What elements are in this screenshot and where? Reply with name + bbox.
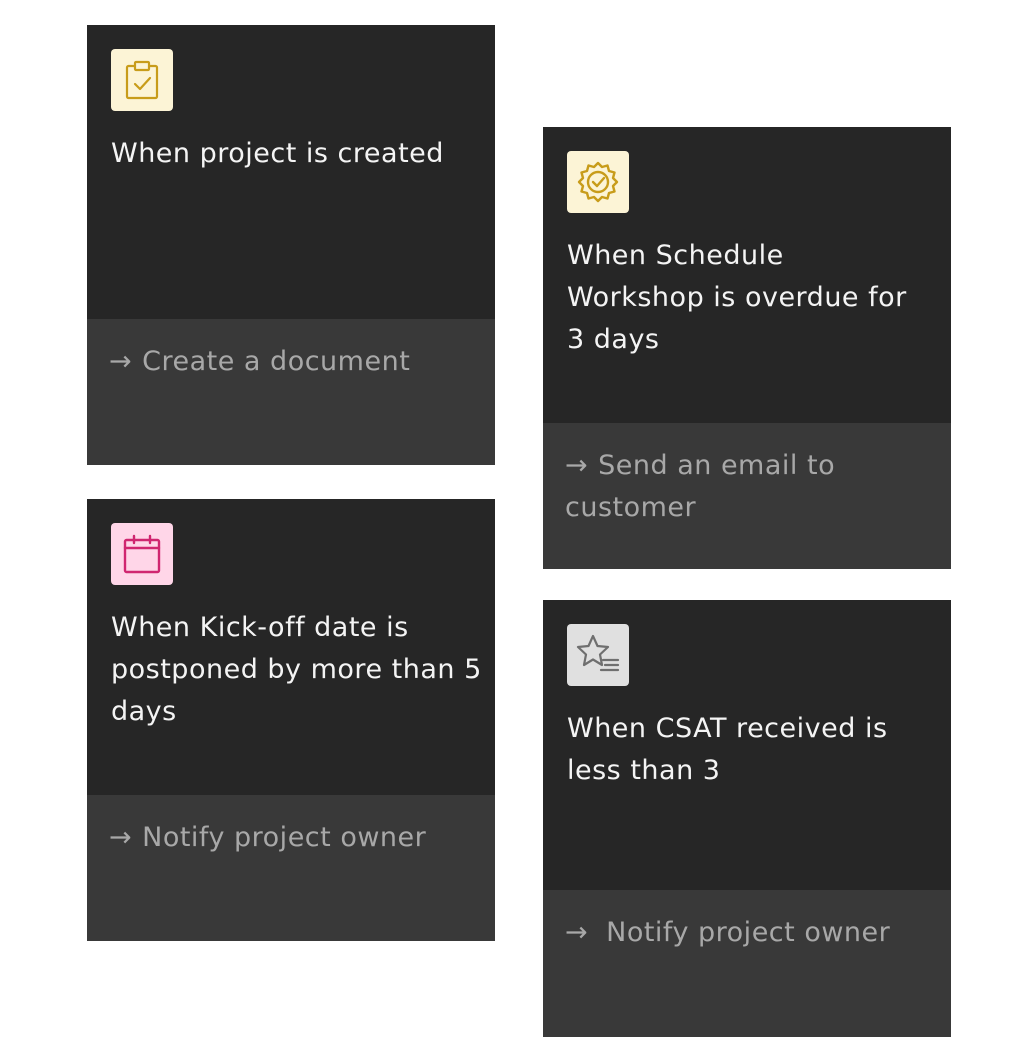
automation-card-project-created[interactable]: When project is created → Create a docume… xyxy=(87,25,495,465)
action-row: → Notify project owner xyxy=(565,912,929,954)
card-trigger-section: When CSAT received is less than 3 xyxy=(543,600,951,890)
icon-tile xyxy=(567,624,629,686)
card-action-section: → Notify project owner xyxy=(87,795,495,941)
trigger-text: When project is created xyxy=(111,138,444,169)
card-action-section: →Send an email to customer xyxy=(543,423,951,569)
card-trigger-section: When Kick-off date is postponed by more … xyxy=(87,499,495,795)
action-row: → Notify project owner xyxy=(109,817,473,859)
action-text: Create a document xyxy=(142,346,411,377)
automation-card-kickoff-postponed[interactable]: When Kick-off date is postponed by more … xyxy=(87,499,495,941)
card-action-section: → Notify project owner xyxy=(543,890,951,1037)
trigger-text: When Schedule Workshop is overdue for 3 … xyxy=(567,240,907,355)
clipboard-check-icon xyxy=(124,60,160,100)
card-trigger-section: When Schedule Workshop is overdue for 3 … xyxy=(543,127,951,423)
arrow-right-icon: → xyxy=(109,822,133,853)
arrow-right-icon: → xyxy=(109,346,133,377)
icon-tile xyxy=(111,523,173,585)
action-text: Notify project owner xyxy=(142,822,427,853)
card-trigger-section: When project is created xyxy=(87,25,495,319)
action-text: Notify project owner xyxy=(606,917,891,948)
automation-card-schedule-workshop[interactable]: When Schedule Workshop is overdue for 3 … xyxy=(543,127,951,569)
trigger-text: When Kick-off date is postponed by more … xyxy=(111,612,482,727)
star-review-icon xyxy=(575,633,621,677)
icon-tile xyxy=(567,151,629,213)
calendar-icon xyxy=(122,534,162,574)
action-text: Send an email to customer xyxy=(565,450,836,523)
card-action-section: → Create a document xyxy=(87,319,495,465)
arrow-right-icon: → xyxy=(565,450,589,481)
arrow-right-icon: → xyxy=(565,917,589,948)
badge-check-icon xyxy=(576,160,620,204)
automation-card-csat-received[interactable]: When CSAT received is less than 3 → Notif… xyxy=(543,600,951,1037)
action-row: → Create a document xyxy=(109,341,473,383)
action-row: →Send an email to customer xyxy=(565,445,865,529)
icon-tile xyxy=(111,49,173,111)
trigger-text: When CSAT received is less than 3 xyxy=(567,713,888,786)
